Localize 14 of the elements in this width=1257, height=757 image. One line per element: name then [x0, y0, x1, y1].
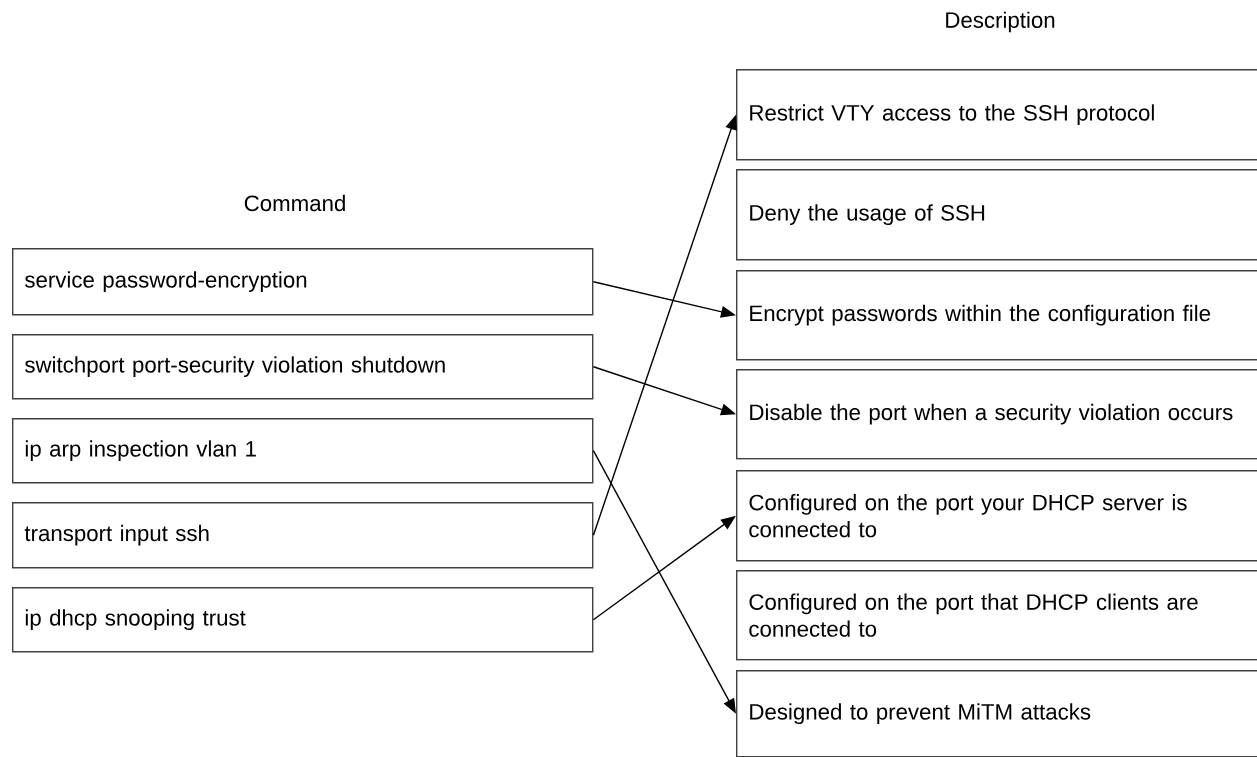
command-box: transport input ssh — [12, 502, 594, 569]
description-box: Encrypt passwords within the configuration file — [736, 270, 1257, 361]
command-box: ip dhcp snooping trust — [12, 587, 594, 653]
column-heading: Command — [244, 194, 345, 212]
command-box: switchport port-security violation shutdown — [12, 334, 594, 400]
description-box: Configured on the port your DHCP server is connected to — [736, 470, 1257, 562]
description-box: Configured on the port that DHCP clients are connected to — [736, 570, 1257, 661]
description-box: Disable the port when a security violation occurs — [736, 369, 1257, 460]
command-box: ip arp inspection vlan 1 — [12, 418, 594, 484]
description-box: Deny the usage of SSH — [736, 169, 1257, 261]
description-box: Restrict VTY access to the SSH protocol — [736, 69, 1257, 161]
description-box: Designed to prevent MiTM attacks — [736, 670, 1257, 757]
column-heading: Description — [946, 11, 1055, 33]
command-box: service password-encryption — [12, 248, 594, 316]
